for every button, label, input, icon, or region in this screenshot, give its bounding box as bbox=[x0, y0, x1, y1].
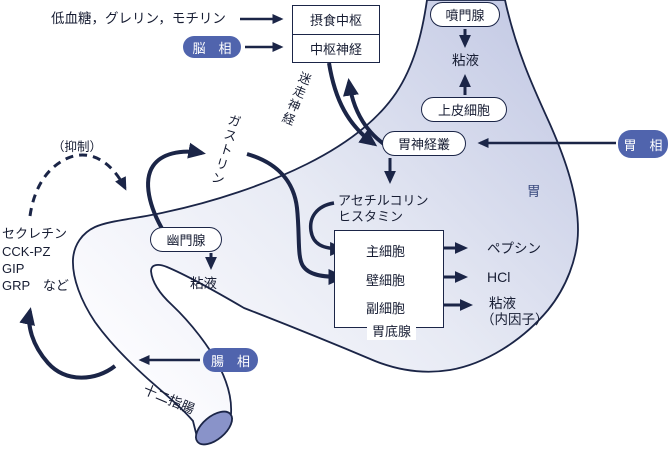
epithelial-cells-pill: 上皮細胞 bbox=[421, 97, 507, 122]
brain-phase-badge: 脳 相 bbox=[183, 36, 241, 58]
arrow-pyloric-to-gastrin bbox=[146, 142, 206, 234]
acetylcholine-label: アセチルコリン bbox=[338, 193, 429, 208]
hormone-grp-etc: GRP など bbox=[2, 278, 69, 293]
gastric-phase-badge: 胃 相 bbox=[618, 130, 668, 158]
stimuli-label: 低血糖，グレリン，モチリン bbox=[51, 11, 226, 26]
mucus-if-label-2: （内因子） bbox=[481, 312, 549, 327]
intestinal-phase-badge: 腸 相 bbox=[203, 348, 258, 372]
cardiac-gland-pill: 噴門腺 bbox=[430, 2, 500, 27]
stomach-outline bbox=[72, 0, 579, 443]
hcl-label: HCl bbox=[487, 269, 511, 285]
arrow-ach-to-chief bbox=[308, 201, 346, 256]
fundic-gland-label: 胃底腺 bbox=[367, 321, 417, 340]
pyloric-gland-pill: 幽門腺 bbox=[150, 227, 222, 252]
hormone-secretin: セクレチン bbox=[2, 226, 68, 241]
gastric-plexus-pill: 胃神経叢 bbox=[382, 131, 466, 156]
feeding-center-label: 摂食中枢 bbox=[309, 13, 362, 29]
parietal-cells-label: 壁細胞 bbox=[366, 273, 406, 288]
mucus-cardiac-label: 粘液 bbox=[452, 53, 479, 68]
mucus-if-label-1: 粘液 bbox=[489, 296, 516, 311]
histamine-label: ヒスタミン bbox=[338, 209, 404, 224]
mucus-pyloric-label: 粘液 bbox=[190, 276, 217, 291]
pepsin-label: ペプシン bbox=[487, 241, 541, 256]
duodenum-end bbox=[195, 410, 233, 446]
arrow-inhibition-dashed bbox=[28, 153, 127, 217]
cns-box: 摂食中枢 中枢神経 bbox=[292, 5, 380, 63]
hormone-gip: GIP bbox=[2, 261, 25, 276]
fundic-gland-box bbox=[334, 230, 444, 328]
chief-cells-label: 主細胞 bbox=[366, 244, 406, 259]
inhibition-label: （抑制） bbox=[52, 140, 103, 154]
accessory-cells-label: 副細胞 bbox=[366, 301, 406, 316]
arrow-duodenum-to-hormones bbox=[19, 307, 117, 380]
stomach-label: 胃 bbox=[527, 184, 541, 199]
hormone-cck-pz: CCK-PZ bbox=[2, 244, 51, 259]
vagus-efferent-curve bbox=[327, 62, 378, 147]
arrow-gastrin-to-parietal bbox=[246, 152, 346, 285]
cns-label: 中枢神経 bbox=[293, 33, 379, 63]
